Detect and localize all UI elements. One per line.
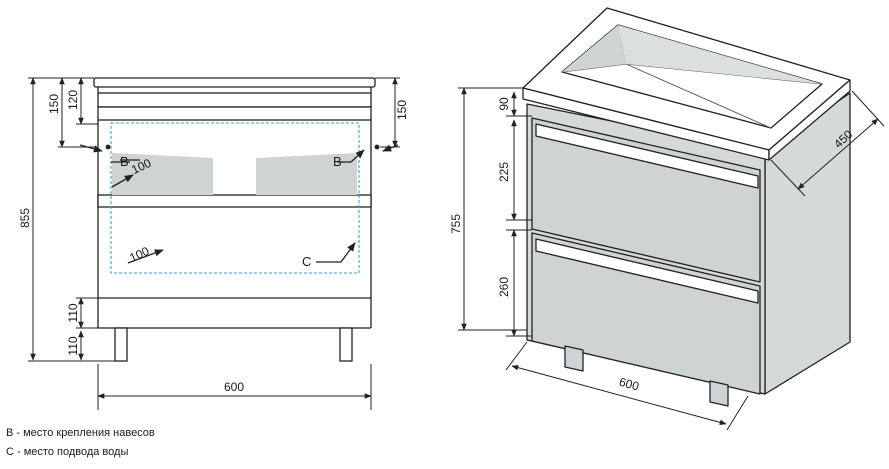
- iso-drawer-bottom-handle: [535, 238, 759, 304]
- front-dimension-lines: [28, 77, 400, 410]
- legend-water-supply: C - место подвода воды: [6, 446, 129, 458]
- marker-b-right: B: [333, 154, 342, 169]
- front-drawer-separator: [97, 194, 372, 208]
- front-leg-right: [339, 327, 353, 362]
- dim-iso-drawer-bottom: 260: [497, 277, 511, 297]
- dim-iso-body-height: 755: [449, 214, 463, 234]
- dim-front-width: 600: [224, 380, 244, 394]
- front-leg-left: [114, 327, 128, 362]
- front-upper-panel: [97, 92, 372, 108]
- front-countertop: [93, 77, 376, 88]
- dim-iso-width: 600: [618, 375, 641, 394]
- dim-front-top-outer: 150: [47, 94, 61, 114]
- legend-mounting-point: B - место крепления навесов: [6, 427, 155, 439]
- front-back-panel-left: [112, 153, 213, 195]
- front-b-point-right: [374, 144, 380, 150]
- front-back-panel-right: [256, 153, 357, 195]
- front-b-point-left: [105, 144, 111, 150]
- marker-b-left: B: [120, 154, 129, 169]
- dim-front-top-inner: 120: [66, 90, 80, 110]
- dim-front-inner-lower: 100: [127, 244, 151, 265]
- iso-leg-front-left: [564, 345, 584, 372]
- dim-front-total-height: 855: [18, 208, 32, 228]
- iso-drawer-bottom: [531, 232, 761, 395]
- iso-leg-front-right: [709, 380, 729, 407]
- dim-front-bottom-upper: 110: [66, 303, 80, 322]
- front-inner-dashed-area: [110, 122, 360, 274]
- iso-dimension-lines: [458, 87, 885, 431]
- dim-iso-drawer-top: 225: [497, 162, 511, 182]
- dim-front-bottom-lower: 110: [66, 336, 80, 355]
- dim-iso-basin-height: 90: [497, 97, 511, 111]
- marker-c: C: [302, 254, 311, 269]
- front-view: [79, 77, 399, 362]
- iso-drawer-top: [531, 117, 761, 283]
- iso-drawer-top-handle: [535, 123, 759, 189]
- dim-front-right-top: 150: [395, 100, 409, 120]
- iso-view: [522, 7, 851, 407]
